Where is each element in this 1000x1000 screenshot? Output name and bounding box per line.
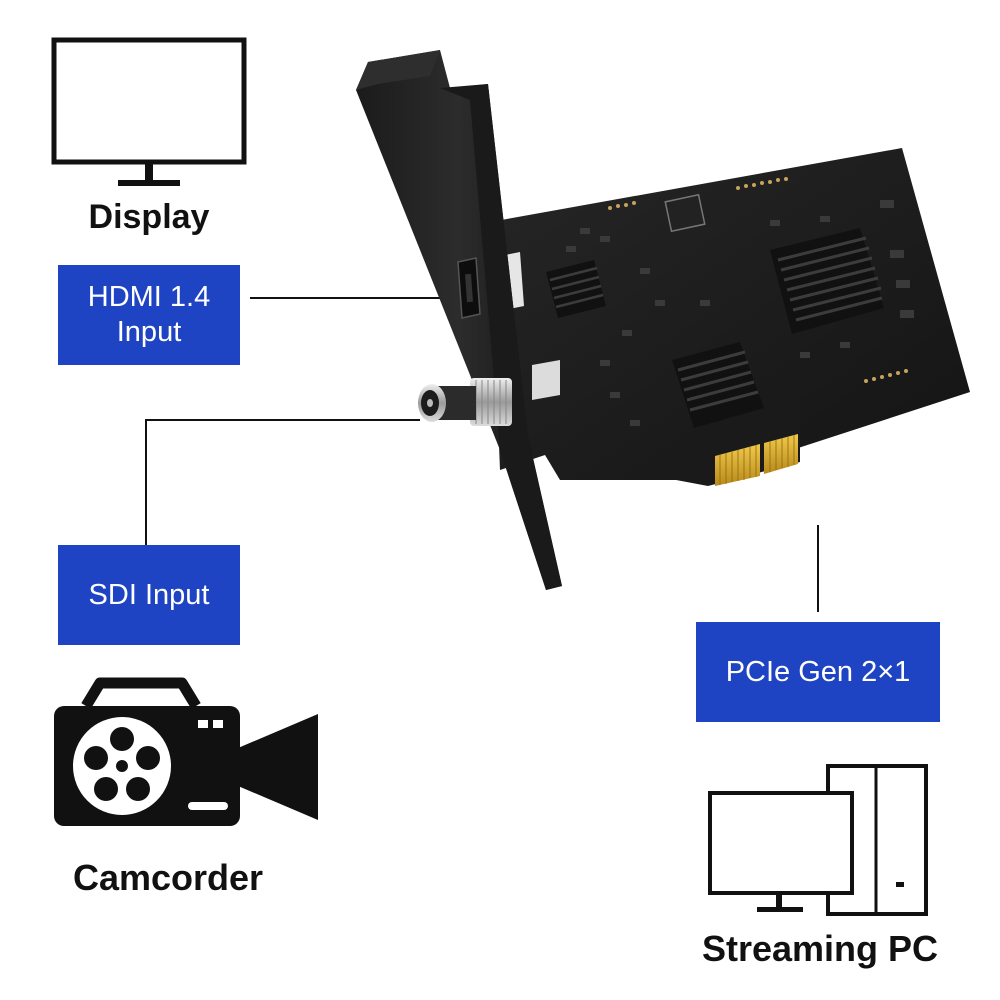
display-label: Display xyxy=(88,198,210,236)
pcie-gen-label: PCIe Gen 2×1 xyxy=(696,622,940,722)
bnc-connector xyxy=(418,378,512,426)
hdmi-input-label-line1: HDMI 1.4 xyxy=(87,281,211,313)
hdmi-input-label: HDMI 1.4 Input xyxy=(58,265,240,365)
streaming-pc-label: Streaming PC xyxy=(701,928,939,969)
hdmi-input-label-line2: Input xyxy=(116,316,182,348)
heatsink-medium xyxy=(672,342,764,428)
heatsink-large xyxy=(770,228,884,334)
camcorder-label: Camcorder xyxy=(72,857,264,898)
heatsink-small xyxy=(546,260,606,318)
sdi-input-label: SDI Input xyxy=(58,545,240,645)
sdi-connector-line xyxy=(145,419,420,545)
